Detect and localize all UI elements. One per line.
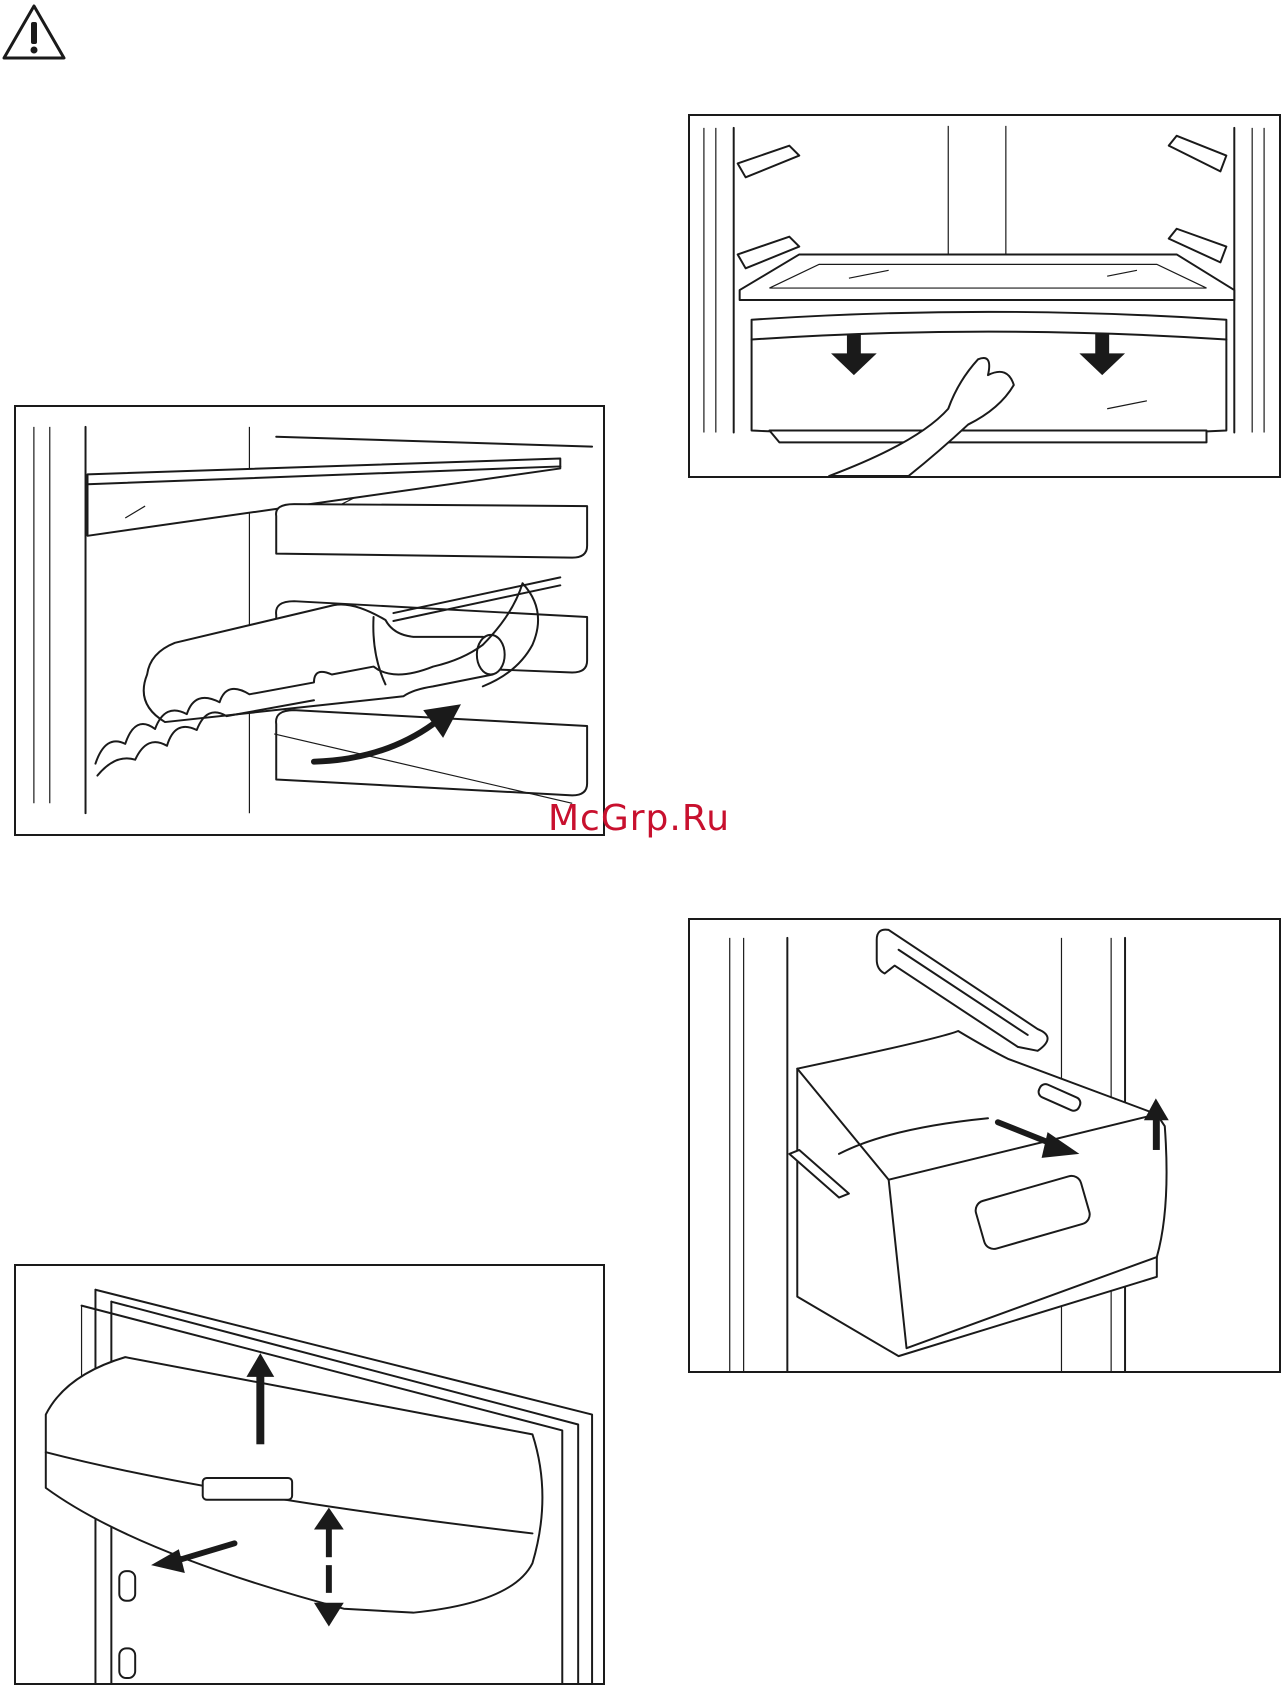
- door-cover-illustration: [14, 1264, 605, 1685]
- watermark-text: McGrp.Ru: [548, 798, 730, 839]
- freezer-drawer-illustration: [688, 918, 1281, 1373]
- bottle-rack-illustration: [14, 405, 605, 836]
- crisper-drawer-illustration: [688, 114, 1281, 478]
- warning-triangle-icon: [0, 2, 68, 62]
